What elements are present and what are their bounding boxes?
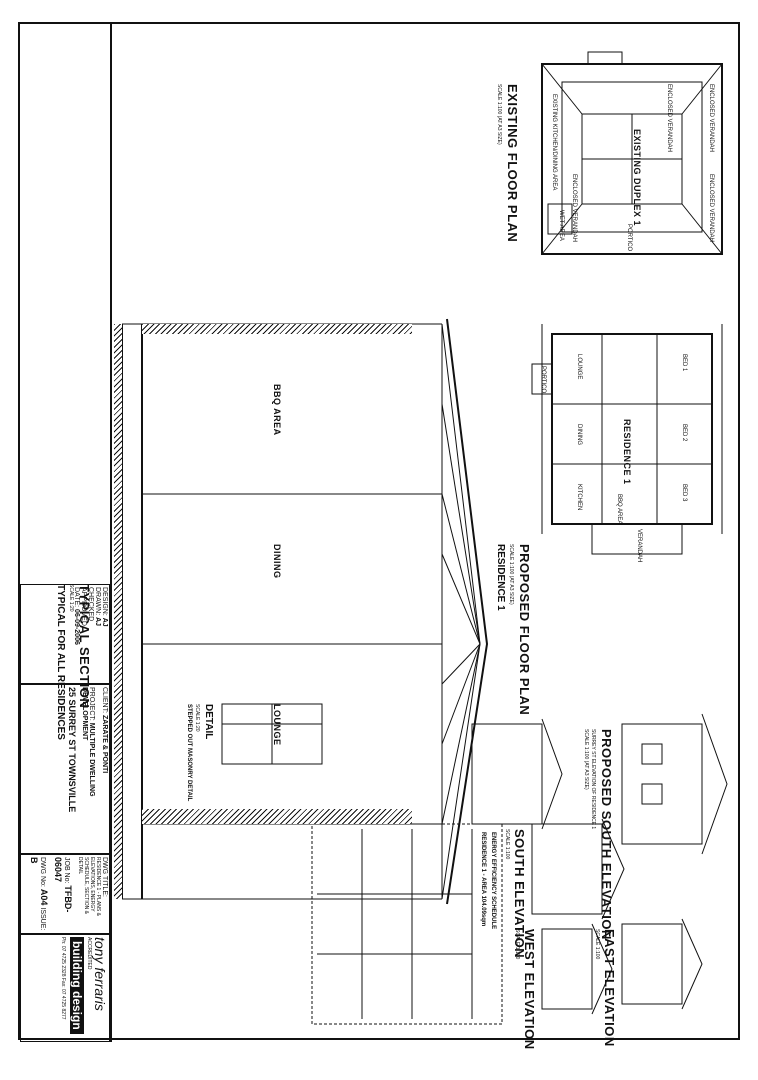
- design-label: DESIGN: [101, 587, 108, 614]
- proposed-room-label: LOUNGE: [576, 354, 582, 380]
- client-label: CLIENT:: [101, 687, 108, 714]
- dwg-title-value: RESIDENCE 1 - PLANS & ELEVATIONS, ENERGY…: [77, 857, 101, 916]
- proposed-plan-sub: RESIDENCE 1: [495, 544, 506, 611]
- proposed-room-label: BED 3: [681, 484, 687, 502]
- elev-south-scale: SCALE 1:100: [504, 829, 510, 860]
- landscape-canvas: EXISTING DUPLEX 1 ENCLOSED VERANDAH ENCL…: [20, 24, 742, 1050]
- detail-scale: SCALE 1:20: [194, 704, 200, 732]
- elev-east-title: EAST ELEVATION: [602, 929, 617, 1047]
- proposed-room-label: BBQ AREA: [616, 494, 622, 525]
- drawing-sheet: EXISTING DUPLEX 1 ENCLOSED VERANDAH ENCL…: [18, 22, 742, 1050]
- slab-hatch: [114, 324, 122, 899]
- section-room-bbq: BBQ AREA: [272, 384, 282, 436]
- elevations-linework: [471, 713, 728, 1015]
- existing-plan-title: EXISTING FLOOR PLAN: [505, 84, 520, 243]
- detail-linework: [221, 703, 323, 765]
- section-room-dining: DINING: [272, 544, 282, 579]
- checked-label: CHECKED: [87, 587, 94, 622]
- proposed-room-label: PORTICO: [540, 366, 546, 394]
- section-linework: [121, 318, 489, 905]
- existing-room-label: PORTICO: [626, 224, 632, 252]
- approved-label: APPROVED: [80, 587, 87, 626]
- contact: Ph: 07 4725 2328 Fax: 07 4725 8277: [60, 937, 66, 1020]
- date-label: DATE: [73, 587, 80, 606]
- existing-plan-linework: [541, 51, 723, 255]
- detail-title: DETAIL: [203, 704, 214, 740]
- elev-west-title: WEST ELEVATION: [522, 929, 537, 1050]
- proposed-room-label: BED 2: [681, 424, 687, 442]
- proposed-room-label: KITCHEN: [576, 484, 582, 511]
- energy-table-linework: [311, 823, 503, 1025]
- linework: [121, 51, 728, 1025]
- issue-label: ISSUE:: [39, 907, 46, 931]
- dwg-no-value: A04: [39, 888, 49, 906]
- dwg-no-label: DWG No:: [39, 857, 46, 887]
- existing-plan-scale: SCALE 1:100 (AT A3 SIZE): [496, 84, 502, 145]
- design-value: AJ: [101, 617, 108, 627]
- logo-main: building design: [70, 937, 84, 1034]
- title-block-client-cell: CLIENT: ZARATE & PONTI PROJECT: MULTIPLE…: [20, 684, 110, 854]
- proposed-residence-label: RESIDENCE 1: [622, 419, 632, 485]
- wall-hatch-right: [142, 809, 412, 824]
- proposed-room-label: VERANDAH: [636, 529, 642, 563]
- proposed-room-label: DINING: [576, 424, 582, 445]
- proposed-plan-linework: [531, 324, 723, 555]
- title-block-logo-cell: tony ferraris ACCREDITED building design…: [20, 934, 110, 1042]
- proposed-plan-scale: SCALE 1:100 (AT A3 SIZE): [508, 544, 514, 605]
- elev-south-prop-title: PROPOSED SOUTH ELEVATION: [599, 729, 614, 940]
- project-label: PROJECT:: [88, 687, 95, 721]
- drawn-label: DRAWN: [94, 587, 101, 614]
- energy-sub: RESIDENCE 1 - AREA 104.09sqm: [480, 832, 486, 927]
- existing-duplex-label: EXISTING DUPLEX 1: [632, 129, 642, 227]
- wall-hatch-left: [142, 324, 412, 334]
- existing-room-label: ENCLOSED VERANDAH: [708, 84, 714, 153]
- elev-east-scale: SCALE 1:100: [594, 929, 600, 960]
- existing-room-label: ENCLOSED VERANDAH: [571, 174, 577, 243]
- title-block-dwg-cell: DWG TITLE: RESIDENCE 1 - PLANS & ELEVATI…: [20, 854, 110, 934]
- existing-room-label: WET AREA: [558, 210, 564, 241]
- job-no-label: JOB No:: [63, 857, 70, 884]
- elev-south-prop-scale: SCALE 1:100 (AT A3 SIZE): [583, 729, 589, 790]
- issue-value: B: [29, 857, 39, 864]
- client-value: ZARATE & PONTI: [101, 715, 108, 774]
- energy-title: ENERGY EFFICIENCY SCHEDULE: [490, 832, 496, 930]
- dwg-title-label: DWG TITLE:: [101, 857, 108, 897]
- logo-name: tony ferraris: [92, 937, 108, 1011]
- proposed-plan-title: PROPOSED FLOOR PLAN: [517, 544, 532, 716]
- elev-west-scale: SCALE 1:100: [514, 929, 520, 960]
- section-room-lounge: LOUNGE: [272, 704, 282, 746]
- existing-room-label: EXISTING KITCHEN/DINING AREA: [551, 94, 557, 191]
- detail-sub: STEPPED OUT MASONRY DETAIL: [186, 704, 192, 802]
- title-block-signoff-cell: DESIGN: AJ DRAWN: AJ CHECKED APPROVED DA…: [20, 584, 110, 684]
- proposed-room-label: BED 1: [681, 354, 687, 372]
- drawn-value: AJ: [94, 617, 101, 627]
- address-value: 25 SURREY ST TOWNSVILLE: [67, 687, 77, 813]
- existing-room-label: ENCLOSED VERANDAH: [708, 174, 714, 243]
- existing-room-label: ENCLOSED VERANDAH: [666, 84, 672, 153]
- elev-south-prop-sub: SURREY ST ELEVATION OF RESIDENCE 1: [590, 729, 596, 830]
- date-value: 06-09-2006: [73, 609, 80, 645]
